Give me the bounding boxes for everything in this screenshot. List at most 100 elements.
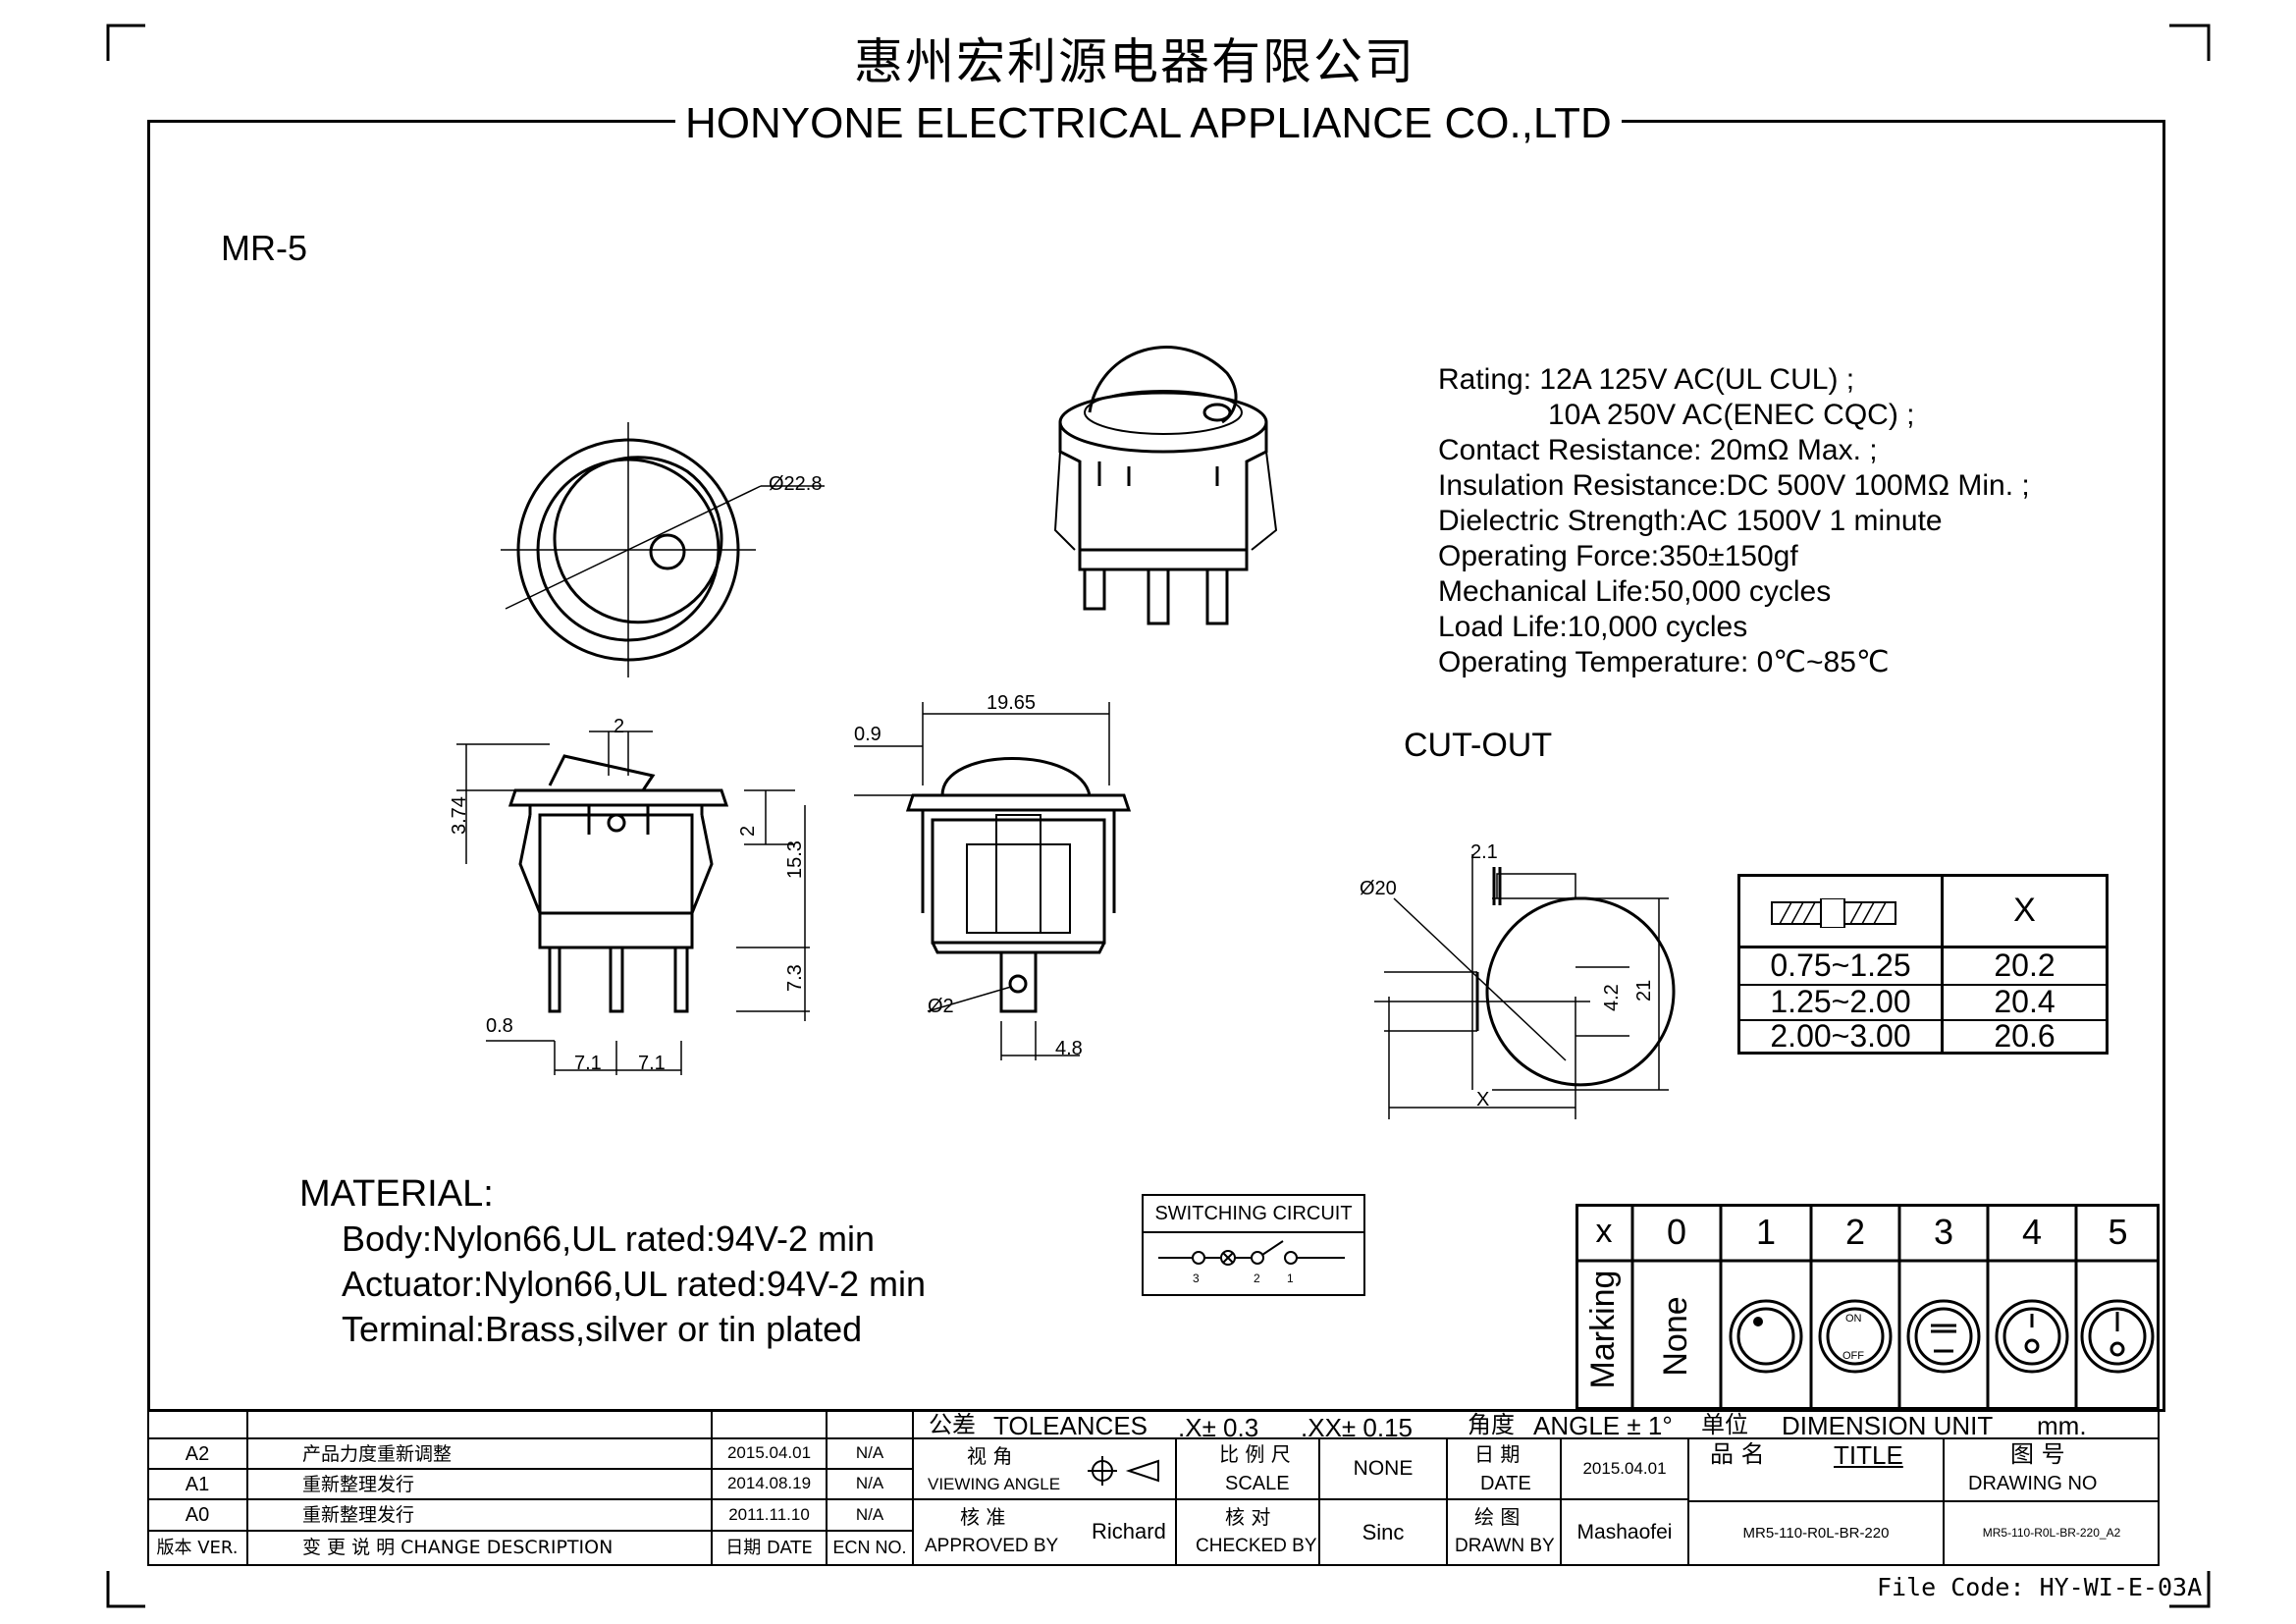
- spec-line: Insulation Resistance:DC 500V 100MΩ Min.…: [1438, 469, 2030, 502]
- drawn-cn: 绘 图: [1474, 1505, 1521, 1529]
- marking-none: None: [1657, 1296, 1695, 1377]
- checked-cn: 核 对: [1225, 1505, 1271, 1529]
- dim-15-3: 15.3: [784, 840, 806, 879]
- cutout-dim-2-1: 2.1: [1470, 841, 1498, 863]
- marking-col: 1: [1755, 1212, 1777, 1253]
- scale-cn: 比 例 尺: [1219, 1442, 1291, 1466]
- dim-7-1-b: 7.1: [638, 1053, 666, 1074]
- date-value: 2015.04.01: [1582, 1458, 1667, 1478]
- pin-label: 3: [1193, 1272, 1200, 1285]
- date-header: 日期 DATE: [725, 1538, 813, 1559]
- isometric-view: [1053, 346, 1278, 625]
- viewing-angle-cn: 视 角: [967, 1444, 1013, 1468]
- off-marking-label: OFF: [1842, 1350, 1864, 1362]
- revision-desc: 产品力度重新调整: [302, 1443, 453, 1465]
- drawing-no-label: DRAWING NO: [1968, 1473, 2098, 1494]
- drawn-value: Mashaofei: [1576, 1521, 1673, 1544]
- title-block: 公差 TOLEANCES .X± 0.3 .XX± 0.15 角度 ANGLE …: [147, 1409, 2160, 1566]
- revision-ecn: N/A: [855, 1474, 884, 1493]
- thickness-x: 20.6: [1994, 1017, 2056, 1054]
- scale-value: NONE: [1353, 1457, 1414, 1481]
- spec-line: Mechanical Life:50,000 cycles: [1438, 575, 1832, 608]
- spec-line: Contact Resistance: 20mΩ Max. ;: [1438, 434, 1878, 466]
- title-cn: 品 名: [1710, 1440, 1765, 1468]
- tolerances-label: TOLEANCES: [993, 1411, 1148, 1440]
- dim-7-1-a: 7.1: [574, 1053, 602, 1074]
- thickness-range: 2.00~3.00: [1770, 1017, 1911, 1054]
- material-line: Body:Nylon66,UL rated:94V-2 min: [342, 1218, 875, 1259]
- switching-circuit-box: SWITCHING CIRCUIT 3 2 1: [1142, 1194, 1365, 1296]
- angle-tolerance: ANGLE ± 1°: [1533, 1411, 1673, 1440]
- marking-row-label: Marking: [1584, 1270, 1623, 1389]
- approved-value: Richard: [1092, 1519, 1166, 1543]
- marking-col: 3: [1933, 1212, 1954, 1253]
- dim-3-74: 3.74: [449, 796, 470, 835]
- date-cn: 日 期: [1474, 1442, 1521, 1466]
- revision-date: 2015.04.01: [726, 1443, 812, 1463]
- top-view: [501, 422, 825, 677]
- on-marking-label: ON: [1845, 1313, 1862, 1325]
- dim-2: 2: [614, 716, 625, 737]
- approved-label: APPROVED BY: [925, 1536, 1059, 1556]
- thickness-range: 1.25~2.00: [1770, 984, 1911, 1020]
- dimension-unit-value: mm.: [2037, 1411, 2087, 1440]
- desc-header: 变 更 说 明 CHANGE DESCRIPTION: [302, 1537, 614, 1558]
- checked-value: Sinc: [1362, 1519, 1405, 1544]
- thickness-table: X 0.75~1.25 20.2 1.25~2.00 20.4 2.00~3.0…: [1737, 874, 2109, 1055]
- marking-col: 2: [1844, 1212, 1866, 1253]
- angle-cn: 角度: [1468, 1411, 1515, 1438]
- switching-circuit-title: SWITCHING CIRCUIT: [1154, 1203, 1353, 1224]
- company-name-cn: 惠州宏利源电器有限公司: [854, 33, 1415, 90]
- revision-date: 2014.08.19: [726, 1474, 812, 1493]
- thickness-x: 20.4: [1994, 984, 2056, 1020]
- spec-line: Operating Temperature: 0℃~85℃: [1438, 646, 1890, 678]
- file-code: File Code: HY-WI-E-03A: [1877, 1573, 2203, 1601]
- revision-ecn: N/A: [855, 1443, 884, 1463]
- ecn-header: ECN NO.: [832, 1538, 907, 1558]
- revision-ver: A0: [185, 1504, 210, 1526]
- scale-label: SCALE: [1225, 1473, 1290, 1494]
- cutout-title: CUT-OUT: [1404, 727, 1553, 764]
- dim-0-8: 0.8: [486, 1015, 513, 1037]
- cutout-dim-4-2: 4.2: [1601, 984, 1623, 1011]
- marking-x-label: x: [1595, 1213, 1613, 1251]
- revision-ver: A2: [185, 1442, 210, 1465]
- revision-desc: 重新整理发行: [302, 1504, 415, 1526]
- revision-date: 2011.11.10: [728, 1504, 810, 1524]
- material-title: MATERIAL:: [299, 1173, 494, 1215]
- ver-header: 版本 VER.: [156, 1538, 239, 1559]
- marking-col: 5: [2108, 1212, 2128, 1253]
- dim-0-9: 0.9: [854, 724, 881, 745]
- title-value: MR5-110-R0L-BR-220: [1742, 1524, 1890, 1542]
- revision-desc: 重新整理发行: [302, 1474, 415, 1495]
- switch-schematic-icon: [1158, 1240, 1345, 1266]
- side-view-left: [456, 731, 810, 1075]
- dim-diameter-2: Ø2: [928, 996, 954, 1017]
- cutout-dim-diameter-20: Ø20: [1360, 878, 1397, 899]
- drawing-no-cn: 图 号: [2010, 1440, 2065, 1468]
- material-line: Actuator:Nylon66,UL rated:94V-2 min: [342, 1264, 926, 1304]
- dim-19-65: 19.65: [987, 692, 1037, 714]
- dimension-unit-label: DIMENSION UNIT: [1782, 1411, 1994, 1440]
- date-label: DATE: [1480, 1473, 1531, 1494]
- tolerance-x: .X± 0.3: [1178, 1413, 1259, 1442]
- pin-label: 1: [1287, 1272, 1294, 1285]
- model-number: MR-5: [221, 228, 307, 268]
- material-line: Terminal:Brass,silver or tin plated: [342, 1309, 863, 1349]
- marking-table: x 0 1 2 3 4 5 Marking None ON OFF: [1575, 1204, 2160, 1410]
- marking-col: 4: [2021, 1212, 2043, 1253]
- panel-thickness-icon: [1771, 898, 1896, 928]
- cutout-dim-21: 21: [1633, 979, 1655, 1001]
- thickness-x: 20.2: [1994, 947, 2056, 984]
- company-name-en: HONYONE ELECTRICAL APPLIANCE CO.,LTD: [675, 102, 1622, 145]
- tolerances-cn: 公差: [929, 1411, 976, 1438]
- cutout-drawing: [1374, 854, 1676, 1119]
- marking-col: 0: [1666, 1212, 1687, 1253]
- spec-line: Rating: 12A 125V AC(UL CUL) ;: [1438, 363, 1855, 396]
- approved-cn: 核 准: [960, 1505, 1006, 1529]
- tolerance-xx: .XX± 0.15: [1301, 1413, 1414, 1442]
- spec-line: 10A 250V AC(ENEC CQC) ;: [1548, 399, 1915, 431]
- cutout-dim-x: X: [1476, 1089, 1490, 1110]
